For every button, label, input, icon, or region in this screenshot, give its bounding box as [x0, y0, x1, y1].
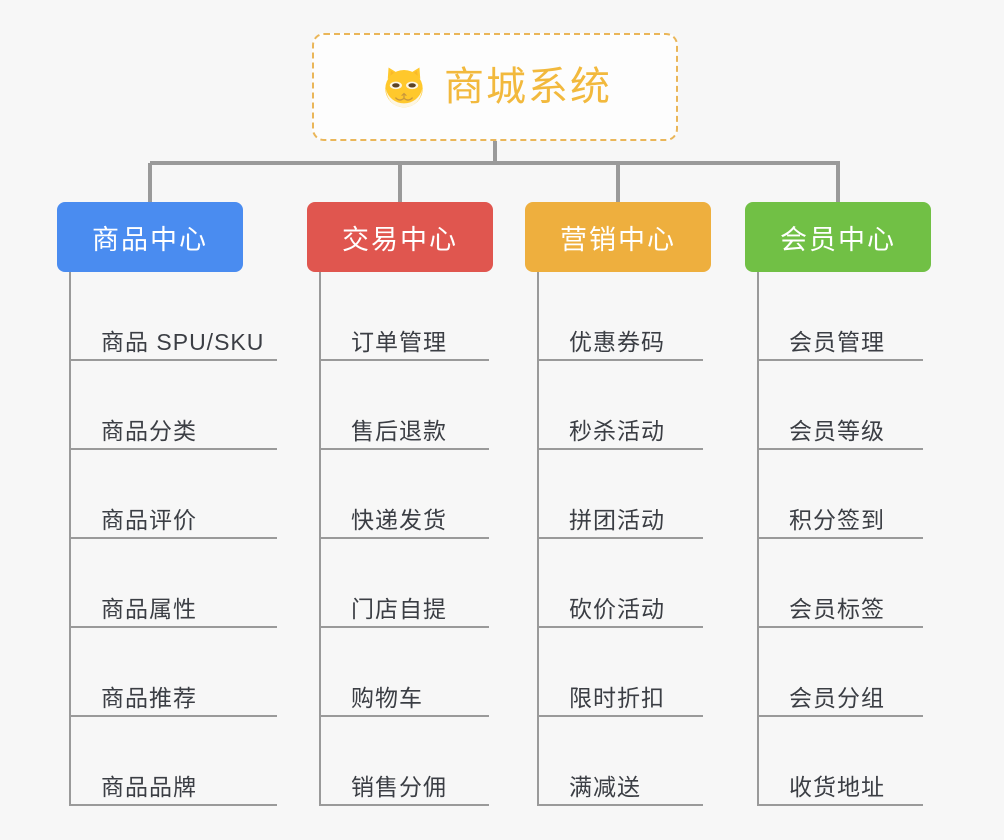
- leaf-label: 商品品牌: [101, 773, 197, 800]
- leaf-underline: [537, 537, 703, 539]
- list-item[interactable]: 拼团活动: [525, 450, 755, 539]
- list-item[interactable]: 限时折扣: [525, 628, 755, 717]
- list-item[interactable]: 满减送: [525, 717, 755, 806]
- leaf-label: 会员管理: [789, 328, 885, 355]
- list-item[interactable]: 商品属性: [57, 539, 317, 628]
- category-header-1[interactable]: 交易中心: [307, 202, 493, 272]
- leaf-list-2: 优惠券码 秒杀活动 拼团活动 砍价活动 限时折扣 满减送: [525, 272, 755, 806]
- leaf-label: 商品分类: [101, 417, 197, 444]
- list-item[interactable]: 砍价活动: [525, 539, 755, 628]
- leaf-underline: [319, 448, 489, 450]
- leaf-underline: [757, 626, 923, 628]
- leaf-underline: [319, 537, 489, 539]
- category-header-3[interactable]: 会员中心: [745, 202, 931, 272]
- leaf-label: 会员分组: [789, 684, 885, 711]
- list-item[interactable]: 快递发货: [307, 450, 537, 539]
- leaf-underline: [757, 359, 923, 361]
- list-item[interactable]: 会员标签: [745, 539, 975, 628]
- shiba-dog-face-icon: [385, 67, 423, 108]
- leaf-underline: [757, 537, 923, 539]
- leaf-underline: [319, 804, 489, 806]
- leaf-label: 收货地址: [789, 773, 885, 800]
- root-node[interactable]: 商城系统: [312, 33, 678, 141]
- list-item[interactable]: 会员分组: [745, 628, 975, 717]
- leaf-underline: [537, 626, 703, 628]
- leaf-label: 会员等级: [789, 417, 885, 444]
- leaf-label: 订单管理: [351, 328, 447, 355]
- branch-column-3: 会员中心 会员管理 会员等级 积分签到 会员标签 会员分组: [745, 202, 975, 806]
- leaf-label: 商品推荐: [101, 684, 197, 711]
- list-item[interactable]: 商品推荐: [57, 628, 317, 717]
- list-item[interactable]: 优惠券码: [525, 272, 755, 361]
- leaf-underline: [537, 448, 703, 450]
- leaf-label: 秒杀活动: [569, 417, 665, 444]
- leaf-label: 购物车: [351, 684, 423, 711]
- leaf-underline: [69, 804, 277, 806]
- leaf-label: 售后退款: [351, 417, 447, 444]
- leaf-list-1: 订单管理 售后退款 快递发货 门店自提 购物车 销售分佣: [307, 272, 537, 806]
- leaf-label: 优惠券码: [569, 328, 665, 355]
- leaf-underline: [69, 537, 277, 539]
- leaf-underline: [69, 359, 277, 361]
- list-item[interactable]: 售后退款: [307, 361, 537, 450]
- list-item[interactable]: 购物车: [307, 628, 537, 717]
- branch-column-1: 交易中心 订单管理 售后退款 快递发货 门店自提 购物车: [307, 202, 537, 806]
- root-title: 商城系统: [444, 65, 612, 109]
- leaf-label: 快递发货: [351, 506, 447, 533]
- leaf-label: 砍价活动: [569, 595, 665, 622]
- category-header-2[interactable]: 营销中心: [525, 202, 711, 272]
- list-item[interactable]: 商品 SPU/SKU: [57, 272, 317, 361]
- list-item[interactable]: 商品分类: [57, 361, 317, 450]
- leaf-underline: [319, 715, 489, 717]
- leaf-underline: [757, 448, 923, 450]
- leaf-label: 限时折扣: [569, 684, 665, 711]
- leaf-label: 会员标签: [789, 595, 885, 622]
- leaf-underline: [537, 359, 703, 361]
- leaf-underline: [319, 626, 489, 628]
- category-header-0[interactable]: 商品中心: [57, 202, 243, 272]
- leaf-label: 满减送: [569, 773, 641, 800]
- leaf-underline: [69, 448, 277, 450]
- leaf-underline: [69, 715, 277, 717]
- list-item[interactable]: 订单管理: [307, 272, 537, 361]
- branch-column-0: 商品中心 商品 SPU/SKU 商品分类 商品评价 商品属性 商品推荐: [57, 202, 317, 806]
- list-item[interactable]: 商品评价: [57, 450, 317, 539]
- leaf-label: 商品评价: [101, 506, 197, 533]
- list-item[interactable]: 会员等级: [745, 361, 975, 450]
- leaf-underline: [69, 626, 277, 628]
- leaf-label: 商品 SPU/SKU: [101, 328, 265, 355]
- leaf-label: 商品属性: [101, 595, 197, 622]
- list-item[interactable]: 积分签到: [745, 450, 975, 539]
- leaf-underline: [757, 804, 923, 806]
- leaf-list-3: 会员管理 会员等级 积分签到 会员标签 会员分组 收货地址: [745, 272, 975, 806]
- list-item[interactable]: 会员管理: [745, 272, 975, 361]
- leaf-label: 拼团活动: [569, 506, 665, 533]
- leaf-underline: [537, 715, 703, 717]
- leaf-underline: [537, 804, 703, 806]
- list-item[interactable]: 商品品牌: [57, 717, 317, 806]
- list-item[interactable]: 收货地址: [745, 717, 975, 806]
- leaf-list-0: 商品 SPU/SKU 商品分类 商品评价 商品属性 商品推荐 商品品牌: [57, 272, 317, 806]
- branch-column-2: 营销中心 优惠券码 秒杀活动 拼团活动 砍价活动 限时折扣: [525, 202, 755, 806]
- leaf-label: 积分签到: [789, 506, 885, 533]
- list-item[interactable]: 门店自提: [307, 539, 537, 628]
- leaf-label: 门店自提: [351, 595, 447, 622]
- leaf-label: 销售分佣: [351, 773, 447, 800]
- list-item[interactable]: 秒杀活动: [525, 361, 755, 450]
- list-item[interactable]: 销售分佣: [307, 717, 537, 806]
- leaf-underline: [319, 359, 489, 361]
- leaf-underline: [757, 715, 923, 717]
